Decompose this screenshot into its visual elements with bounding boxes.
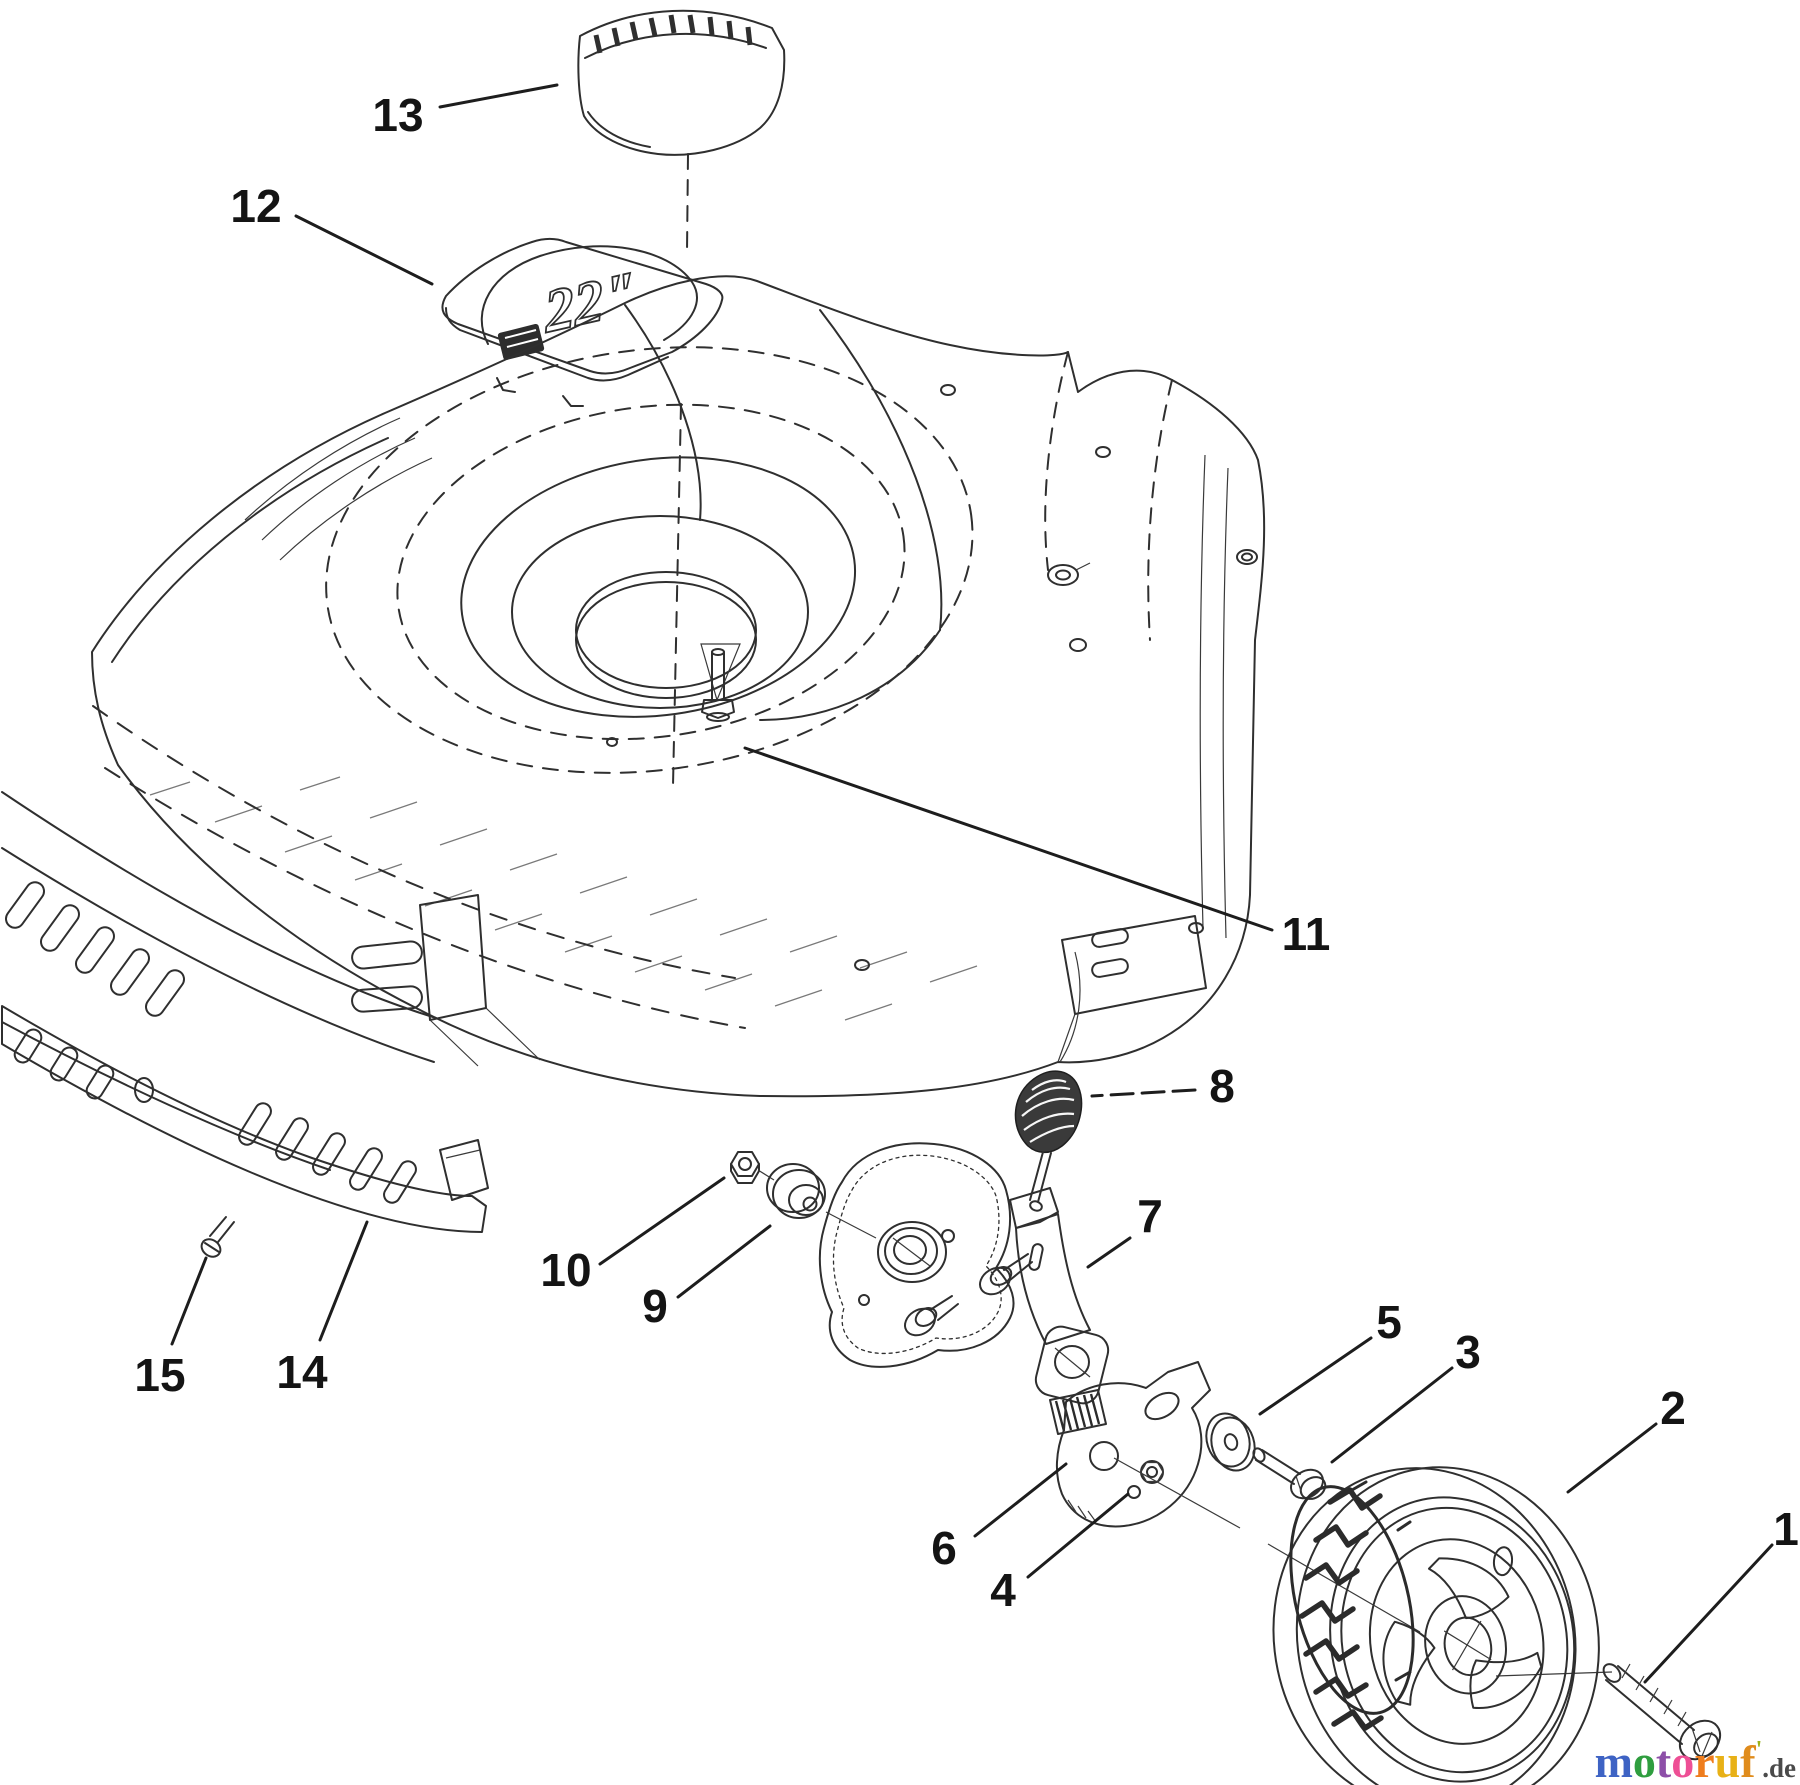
callout-label-8: 8 <box>1209 1060 1235 1112</box>
part-2-wheel <box>1272 1466 1600 1785</box>
callout-leader-5 <box>1258 1336 1373 1416</box>
callout-label-9: 9 <box>642 1280 668 1332</box>
wheel-drive-gear <box>1289 1480 1415 1731</box>
callout-leader-9 <box>676 1224 772 1299</box>
pivot-hatch <box>1049 1389 1107 1435</box>
callout-label-14: 14 <box>276 1346 328 1398</box>
mower-deck-housing <box>1 275 1266 1103</box>
callout-leader-2 <box>1566 1422 1658 1494</box>
hinge-knob <box>1047 562 1091 586</box>
callout-labels: 1 2 3 4 5 6 7 8 9 10 11 12 13 14 15 <box>134 89 1798 1616</box>
part-15-screw <box>200 1216 235 1258</box>
logo-letter: o <box>1671 1736 1695 1785</box>
part-6-wheel-bracket <box>1055 1361 1211 1528</box>
logo-suffix: .de <box>1762 1753 1796 1783</box>
gear-cover-plate <box>818 1142 1033 1368</box>
center-axis-line <box>672 153 689 787</box>
callout-label-15: 15 <box>134 1349 185 1401</box>
deck-texture <box>149 776 978 1021</box>
callout-label-12: 12 <box>230 180 281 232</box>
callout-leaders <box>170 83 1774 1684</box>
callout-leader-3 <box>1330 1366 1454 1464</box>
plate-logo-mark <box>497 323 545 361</box>
callout-leader-7 <box>1086 1236 1132 1269</box>
part-1-axle-bolt <box>1602 1663 1722 1761</box>
callout-label-1: 1 <box>1773 1503 1799 1555</box>
part-11-spindle-bolt <box>700 643 741 722</box>
callout-label-6: 6 <box>931 1522 957 1574</box>
callout-label-3: 3 <box>1455 1326 1481 1378</box>
logo-letter: u <box>1714 1736 1741 1785</box>
part-3-shoulder-bolt <box>1252 1447 1327 1500</box>
callout-leader-11 <box>743 746 1274 932</box>
deck-mount-bracket <box>351 894 541 1067</box>
callout-leader-8 <box>1090 1088 1197 1098</box>
part-10-nut <box>730 1151 775 1184</box>
deck-skirt <box>1 791 437 1063</box>
vent-slots <box>593 14 753 54</box>
callout-leader-13 <box>438 83 559 109</box>
part-14-front-baffle <box>1 1005 489 1233</box>
callout-label-13: 13 <box>372 89 423 141</box>
wheel-spokes <box>1382 1557 1543 1709</box>
callout-leader-15 <box>170 1256 208 1346</box>
part-5-washer <box>1205 1412 1256 1472</box>
callout-leader-12 <box>294 214 434 286</box>
callout-label-11: 11 <box>1282 908 1331 960</box>
callout-leader-4 <box>1026 1492 1130 1579</box>
logo-letter: t <box>1655 1736 1672 1785</box>
callout-leader-14 <box>318 1220 369 1342</box>
motoruf-logo[interactable]: m o t o r u f ' .de <box>1594 1736 1796 1785</box>
deck-rear-step <box>1057 915 1207 1063</box>
logo-letter: r <box>1694 1736 1715 1785</box>
logo-letter: f <box>1740 1736 1756 1785</box>
part-12-size-plate: 22" <box>441 238 724 407</box>
callout-leader-10 <box>598 1176 726 1266</box>
part-13-vent-cover <box>577 9 786 156</box>
callout-leader-1 <box>1643 1543 1774 1684</box>
cover-bolt <box>904 1295 959 1337</box>
assembly-axis-lines <box>1113 1457 1613 1677</box>
callout-label-5: 5 <box>1376 1296 1402 1348</box>
callout-leader-6 <box>973 1462 1068 1538</box>
deck-holes <box>134 384 1258 1103</box>
bolt-threads <box>1621 1663 1687 1727</box>
logo-letter: m <box>1594 1736 1633 1785</box>
part-9-grommet <box>766 1163 877 1239</box>
callout-label-4: 4 <box>990 1564 1016 1616</box>
part-8-lever-knob <box>1014 1070 1083 1203</box>
callout-label-7: 7 <box>1137 1190 1163 1242</box>
callout-label-2: 2 <box>1660 1382 1686 1434</box>
logo-letter: o <box>1632 1736 1656 1785</box>
callout-label-10: 10 <box>540 1244 591 1296</box>
logo-tick: ' <box>1755 1737 1763 1763</box>
part-7-lever-arm <box>1009 1187 1110 1435</box>
